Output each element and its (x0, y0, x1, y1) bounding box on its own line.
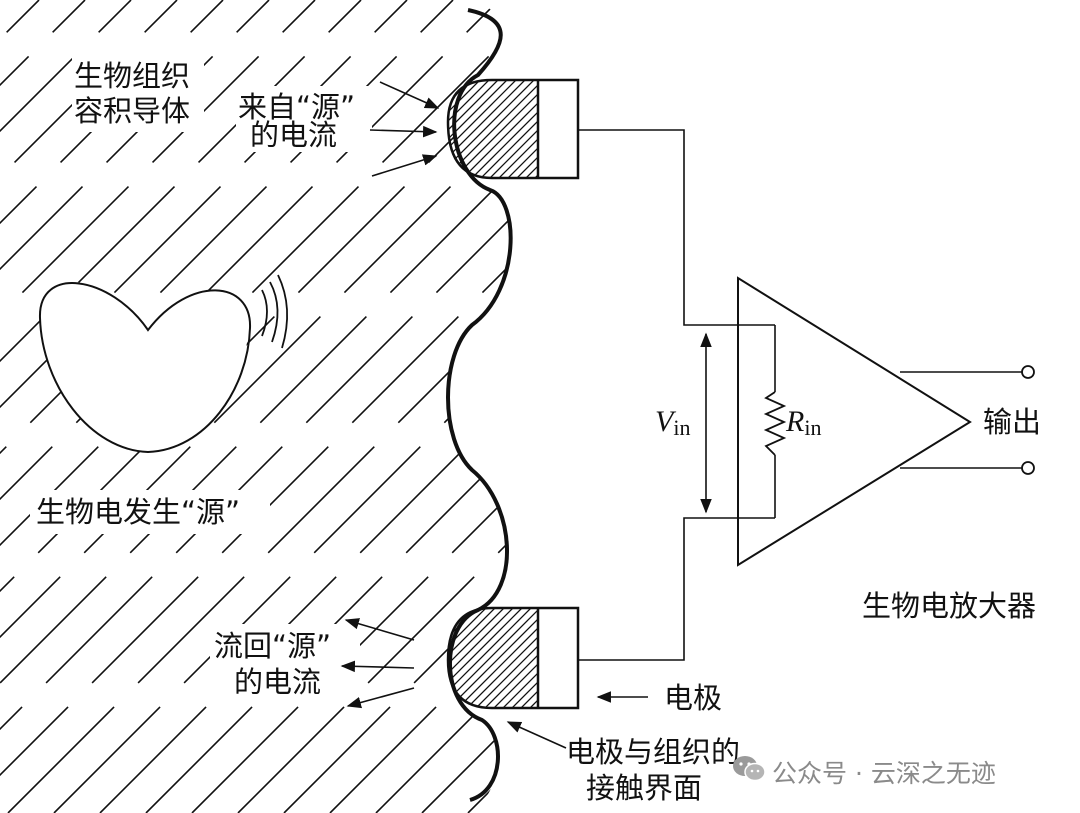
output-label: 输出 (983, 405, 1042, 439)
return-current-label-line2: 的电流 (234, 665, 322, 699)
rin-label: Rin (786, 405, 822, 440)
tissue-boundary (446, 8, 513, 802)
interface-label-line2: 接触界面 (586, 771, 703, 805)
heart-source-shape (38, 282, 252, 454)
output-terminal-bottom (1021, 461, 1035, 475)
watermark-text: 公众号 · 云深之无迹 (772, 759, 996, 788)
amplifier-triangle (737, 276, 972, 567)
rin-symbol: R (786, 405, 805, 438)
tissue-label-line2: 容积导体 (74, 94, 191, 128)
source-current-label-line2: 的电流 (250, 118, 338, 152)
tissue-label-line1: 生物组织 (74, 59, 191, 93)
bio-source-label: 生物电发生“源” (36, 495, 241, 529)
electrode-label: 电极 (664, 681, 723, 715)
heartbeat-motion-arcs (261, 274, 289, 349)
input-resistor (763, 391, 787, 456)
wechat-icon (733, 756, 766, 782)
amplifier-label: 生物电放大器 (862, 589, 1037, 623)
source-current-label-line1: 来自“源” (238, 90, 356, 124)
vin-symbol: V (655, 405, 674, 438)
vin-subscript: in (673, 415, 691, 440)
circuit-wires (578, 129, 1022, 661)
output-terminal-top (1021, 365, 1035, 379)
return-current-label-line1: 流回“源” (214, 629, 332, 663)
vin-label: Vin (655, 405, 691, 440)
current-arrows (340, 81, 648, 749)
rin-subscript: in (804, 415, 822, 440)
label-masks (30, 54, 372, 704)
interface-label-line1: 电极与组织的 (566, 735, 741, 769)
